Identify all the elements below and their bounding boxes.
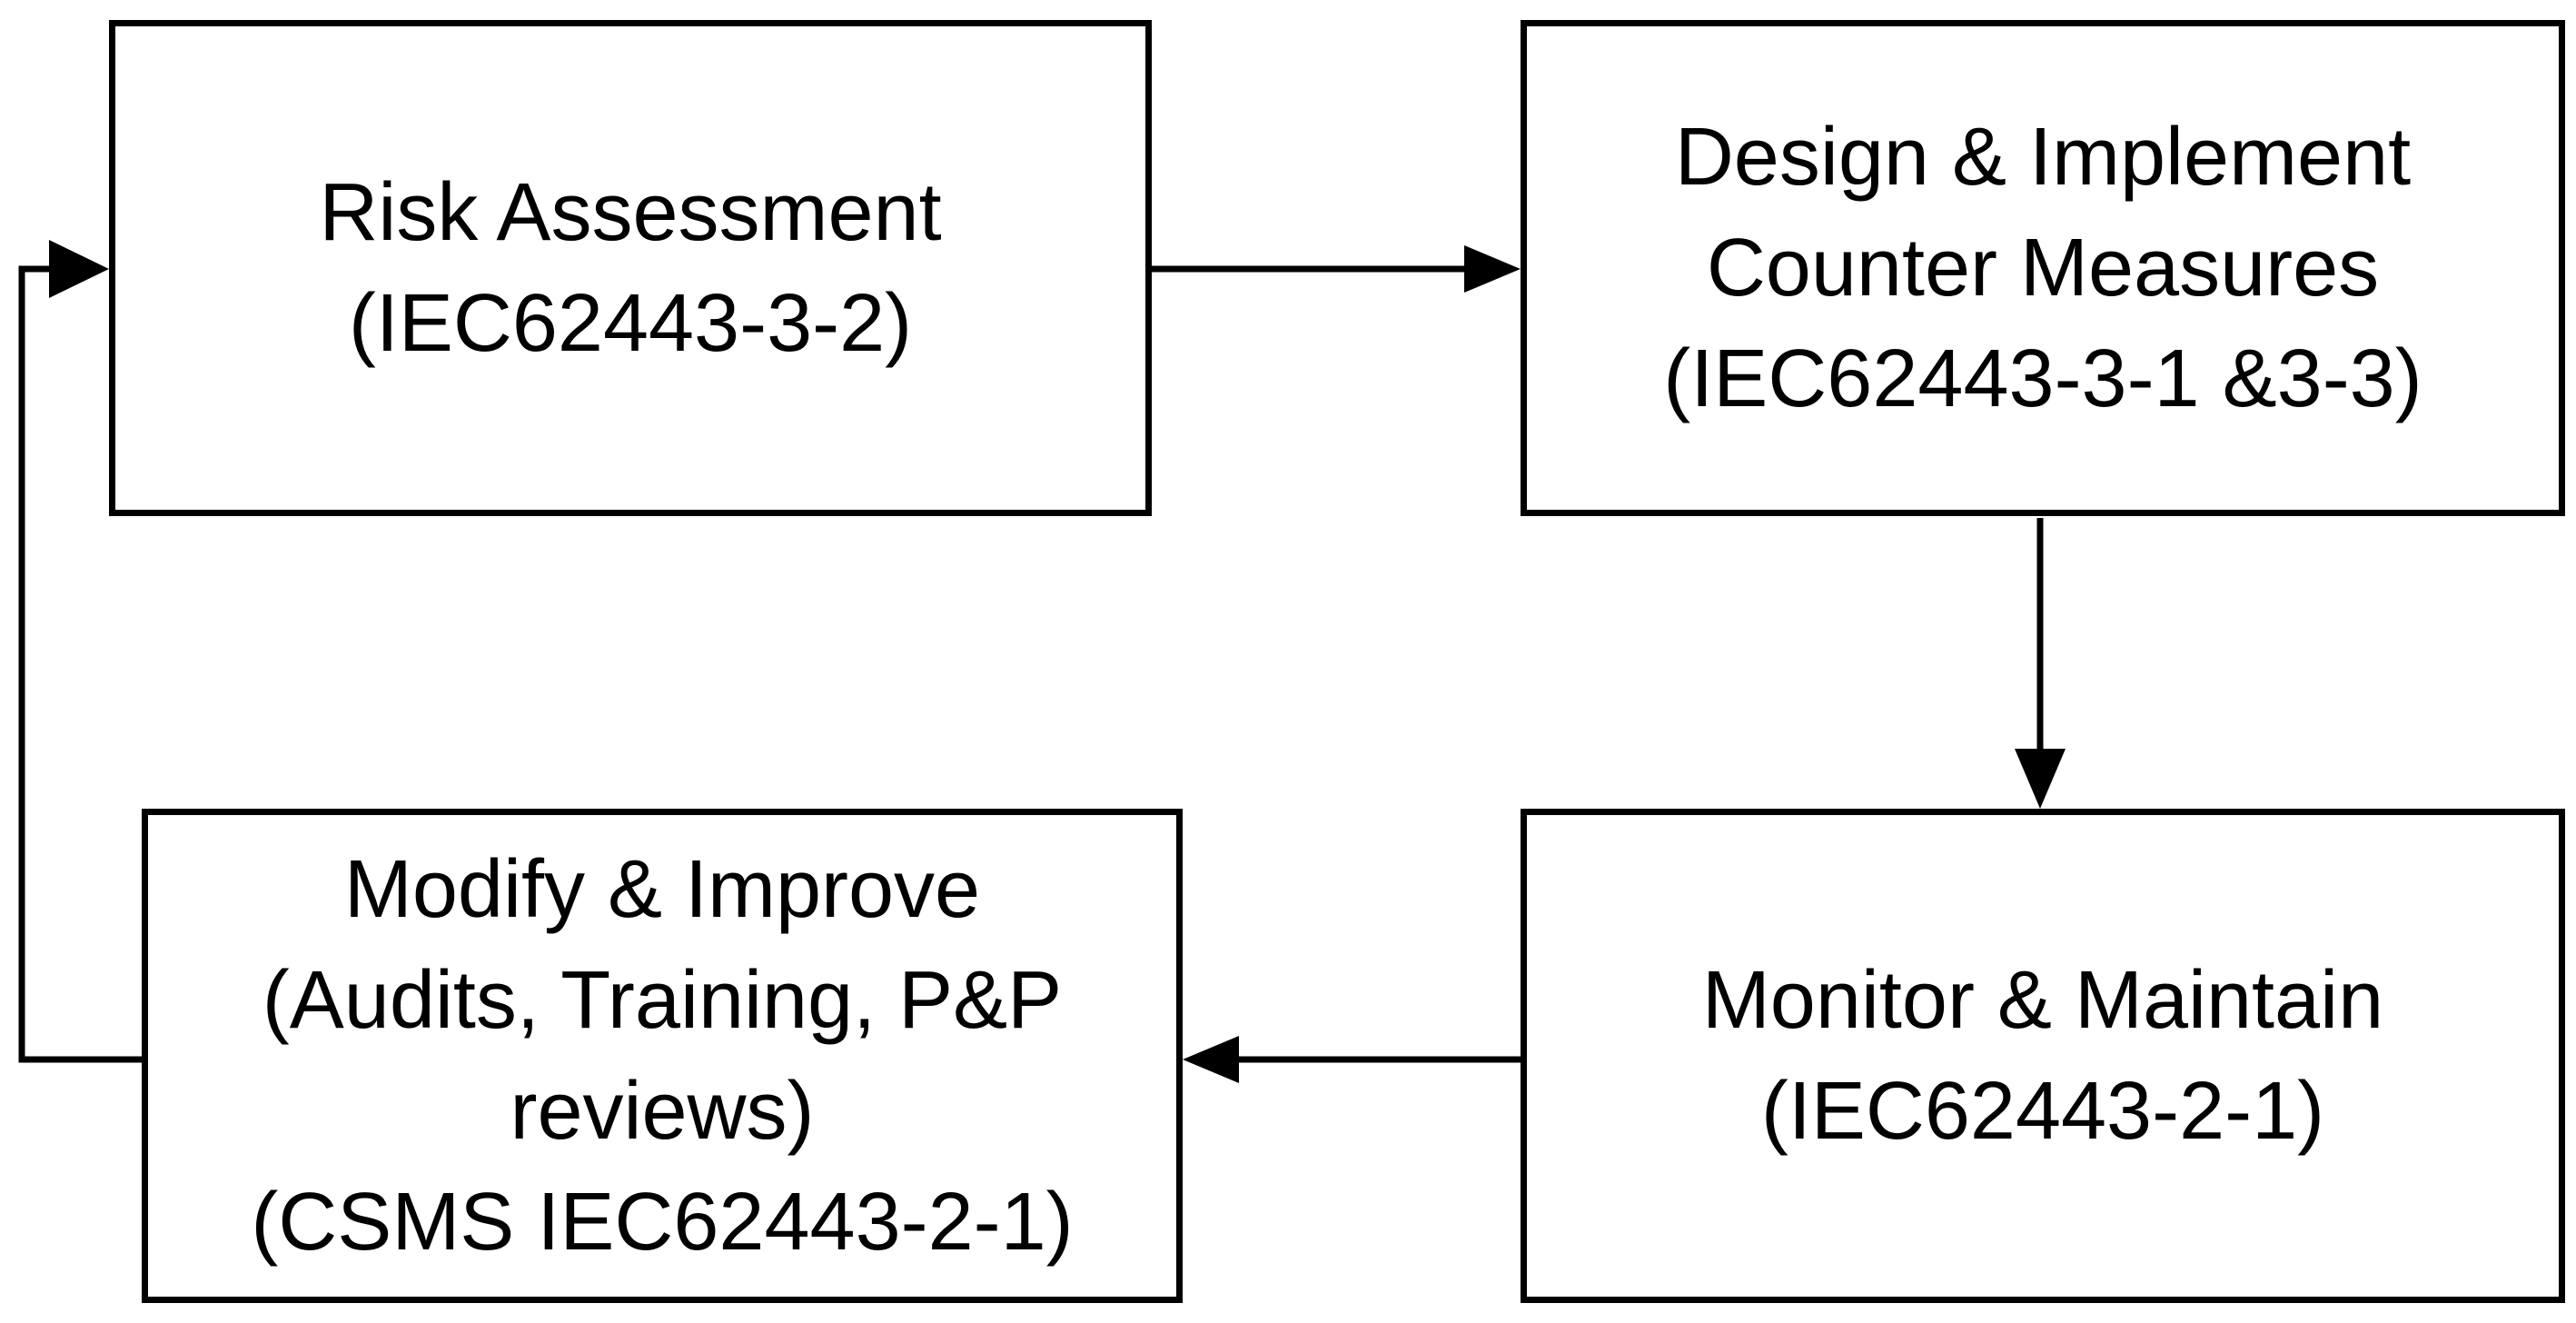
monitor-maintain-line-1: Monitor & Maintain	[1701, 955, 2384, 1046]
arrowhead-right-return	[49, 240, 109, 298]
design-implement-line-1: Design & Implement	[1674, 112, 2412, 203]
arrowhead-left	[1183, 1036, 1239, 1083]
design-implement-box: Design & Implement Counter Measures (IEC…	[1521, 20, 2565, 516]
risk-assessment-box: Risk Assessment (IEC62443-3-2)	[109, 20, 1152, 516]
risk-assessment-line-1: Risk Assessment	[319, 167, 942, 258]
design-implement-line-3: (IEC62443-3-1 &3-3)	[1663, 333, 2422, 424]
modify-improve-box: Modify & Improve (Audits, Training, P&P …	[142, 809, 1183, 1303]
edge-modify-to-risk	[18, 265, 142, 1063]
monitor-maintain-line-2: (IEC62443-2-1)	[1760, 1066, 2325, 1157]
risk-assessment-line-2: (IEC62443-3-2)	[348, 278, 913, 369]
modify-improve-line-1: Modify & Improve	[343, 844, 981, 935]
modify-improve-line-3: reviews)	[510, 1066, 815, 1157]
modify-improve-line-4: (CSMS IEC62443-2-1)	[251, 1177, 1074, 1268]
design-implement-line-2: Counter Measures	[1706, 223, 2380, 313]
arrowhead-down	[2015, 749, 2066, 809]
arrowhead-right	[1464, 245, 1521, 293]
monitor-maintain-box: Monitor & Maintain (IEC62443-2-1)	[1521, 809, 2565, 1303]
modify-improve-line-2: (Audits, Training, P&P	[262, 955, 1063, 1046]
